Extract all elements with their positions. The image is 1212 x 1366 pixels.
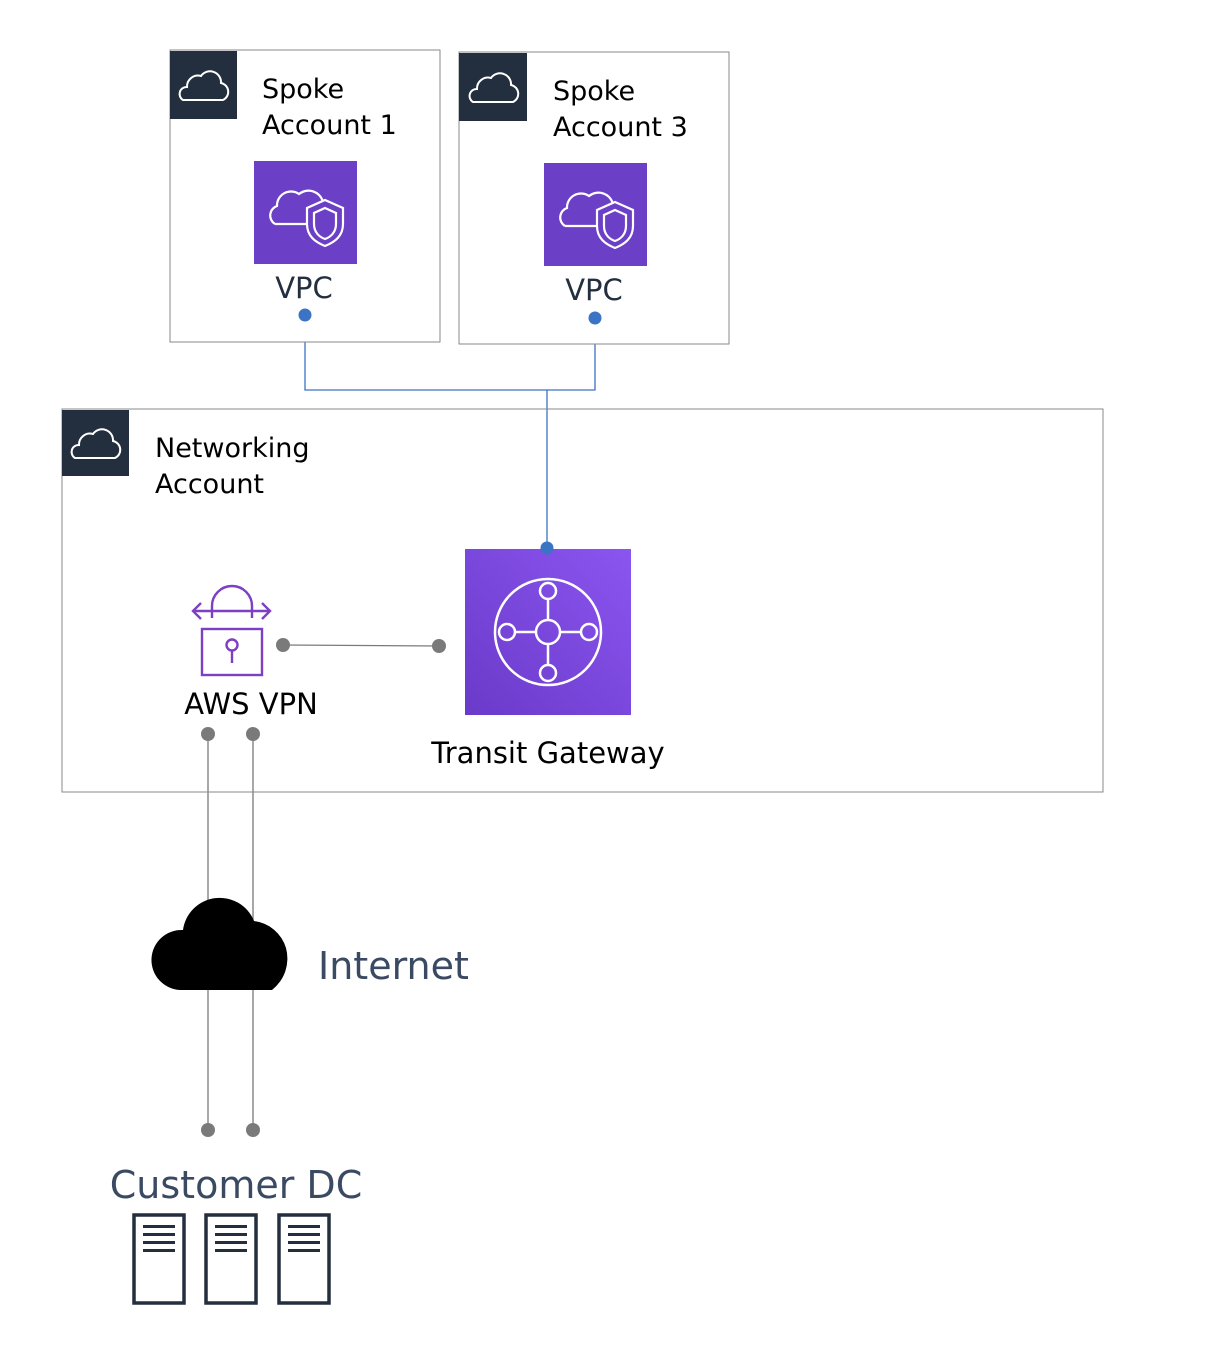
- vpn-tunnel-2-point: [246, 727, 260, 741]
- spoke-account-1-title-line2: Account 1: [262, 110, 397, 141]
- spoke-account-3-group: Spoke Account 3 VPC: [458, 51, 730, 345]
- vpn-to-tgw-connector: [282, 644, 440, 647]
- networking-account-title-line2: Account: [155, 469, 264, 500]
- vpc1-to-tgw-connector: [304, 315, 548, 548]
- transit-gateway-label: Transit Gateway: [430, 736, 664, 770]
- spoke-account-3-vpc-label: VPC: [565, 273, 623, 307]
- spoke-account-1-title-line1: Spoke: [262, 74, 344, 105]
- tgw-top-connection-point: [540, 541, 554, 555]
- internet-group: Internet: [151, 897, 469, 990]
- internet-cloud-icon: [151, 897, 288, 990]
- vpc-cloud-shield-icon: [544, 163, 647, 266]
- dc-tunnel-1-point: [201, 1123, 215, 1137]
- internet-label: Internet: [318, 944, 469, 988]
- vpc1-connection-point: [298, 308, 312, 322]
- server-rack-icon: [132, 1213, 186, 1305]
- customer-dc-label: Customer DC: [110, 1163, 362, 1207]
- spoke-account-3-title-line2: Account 3: [553, 112, 688, 143]
- vpn-lock-icon: [191, 584, 272, 677]
- dc-tunnel-2-point: [246, 1123, 260, 1137]
- spoke-account-1-group: Spoke Account 1 VPC: [169, 49, 441, 343]
- tgw-left-connection-point: [432, 639, 446, 653]
- transit-gateway-hub-icon: [465, 549, 631, 715]
- networking-account-frame: [61, 408, 1104, 793]
- server-rack-icon: [277, 1213, 331, 1305]
- networking-account-group: Networking Account AWS VPN: [61, 408, 1104, 793]
- vpc3-connection-point: [588, 311, 602, 325]
- aws-cloud-icon: [459, 53, 527, 121]
- vpn-label: AWS VPN: [184, 687, 318, 721]
- aws-cloud-icon: [170, 51, 237, 119]
- vpc-cloud-shield-icon: [254, 161, 357, 264]
- aws-cloud-icon: [62, 410, 129, 476]
- customer-dc-group: Customer DC: [110, 1123, 362, 1305]
- vpn-tunnel-1-point: [201, 727, 215, 741]
- server-rack-icon: [204, 1213, 258, 1305]
- spoke-account-3-title-line1: Spoke: [553, 76, 635, 107]
- vpn-to-tgw-point: [276, 638, 290, 652]
- networking-account-title-line1: Networking: [155, 433, 310, 464]
- spoke-account-1-vpc-label: VPC: [275, 271, 333, 305]
